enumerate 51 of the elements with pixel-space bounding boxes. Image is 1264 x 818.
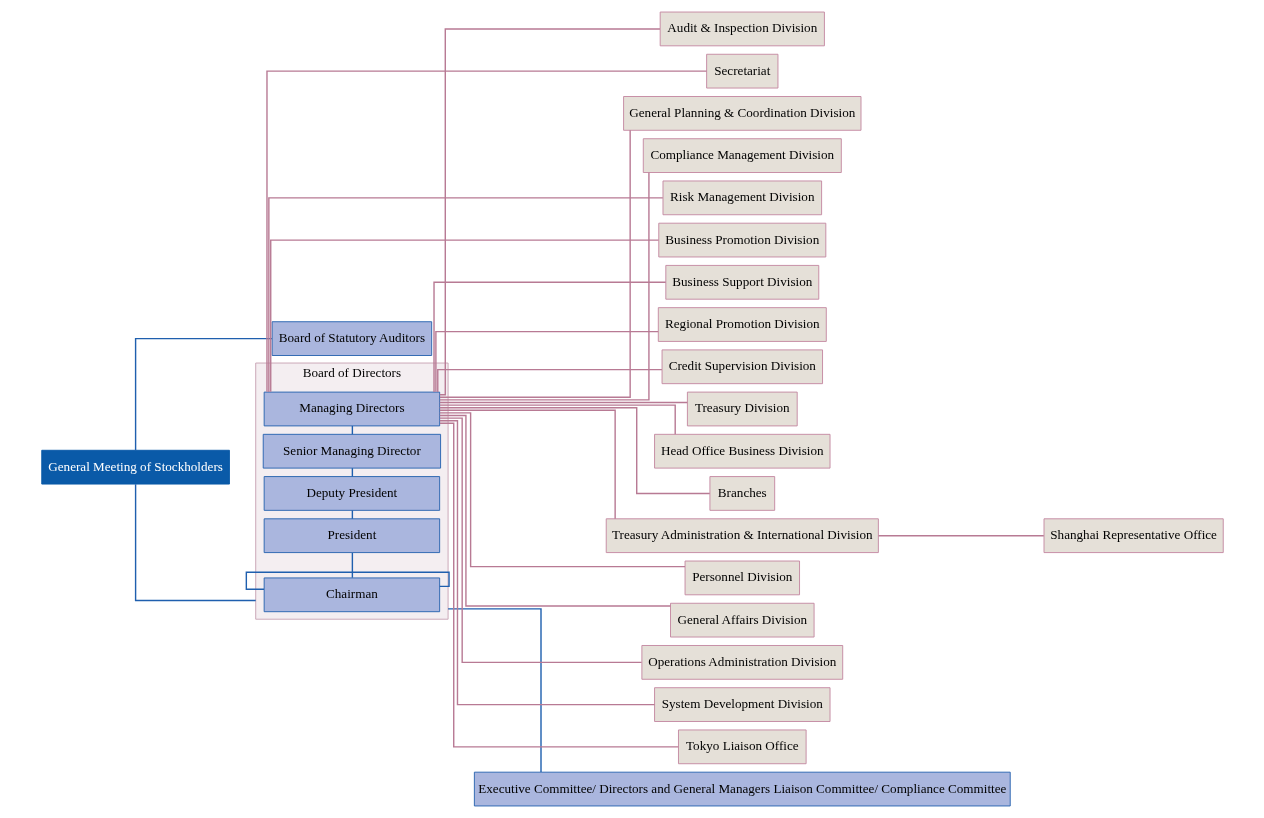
connector [438, 417, 642, 664]
node-box: General Planning & Coordination Division [622, 96, 861, 131]
node-box: Tokyo Liaison Office [677, 729, 807, 765]
connector [877, 535, 1044, 537]
connector [134, 483, 256, 602]
connector [438, 404, 676, 436]
node-box: Managing Directors [263, 391, 440, 427]
node-box: President [263, 518, 440, 554]
node-box: System Development Division [653, 687, 830, 722]
connector [432, 281, 666, 393]
connector [438, 172, 650, 401]
connector [438, 401, 688, 404]
node-box: Treasury Administration & International Division [605, 518, 879, 554]
node-box: Board of Statutory Auditors [271, 321, 432, 356]
connector [438, 420, 655, 706]
connector [438, 422, 679, 748]
node-box: Head Office Business Division [653, 433, 830, 469]
node-box: Personnel Division [684, 560, 800, 596]
node-box: Risk Management Division [662, 180, 822, 216]
node-box: Deputy President [263, 476, 440, 511]
connector [438, 412, 686, 568]
connector [434, 330, 659, 393]
connector [267, 197, 663, 393]
connector [438, 28, 661, 396]
connector [438, 409, 616, 520]
node-box: Regional Promotion Division [657, 307, 827, 342]
connector [134, 337, 273, 451]
node-box: Compliance Management Division [642, 138, 842, 173]
connector [436, 368, 663, 393]
node-box: Treasury Division [686, 391, 798, 427]
node-box: Business Promotion Division [657, 222, 826, 258]
connector [438, 407, 710, 495]
connector [269, 239, 659, 393]
connector [446, 608, 542, 773]
connector [351, 552, 353, 579]
connector [438, 414, 671, 607]
node-box: Shanghai Representative Office [1043, 518, 1224, 554]
node-box: Audit & Inspection Division [659, 11, 825, 47]
node-box: Branches [708, 476, 775, 511]
node-box: General Meeting of Stockholders [40, 449, 230, 485]
connector [265, 70, 707, 393]
node-box: Senior Managing Director [262, 433, 441, 469]
node-box: Chairman [263, 577, 440, 613]
node-box: Secretariat [705, 53, 778, 89]
node-box: Credit Supervision Division [661, 349, 823, 385]
node-box: Executive Committee/ Directors and General Managers Liaison Committee/ Compliance Committee [473, 771, 1011, 807]
node-box: General Affairs Division [669, 602, 815, 638]
node-box: Operations Administration Division [640, 645, 843, 680]
connector [438, 129, 631, 398]
connector [245, 571, 450, 590]
node-box: Business Support Division [664, 264, 819, 300]
